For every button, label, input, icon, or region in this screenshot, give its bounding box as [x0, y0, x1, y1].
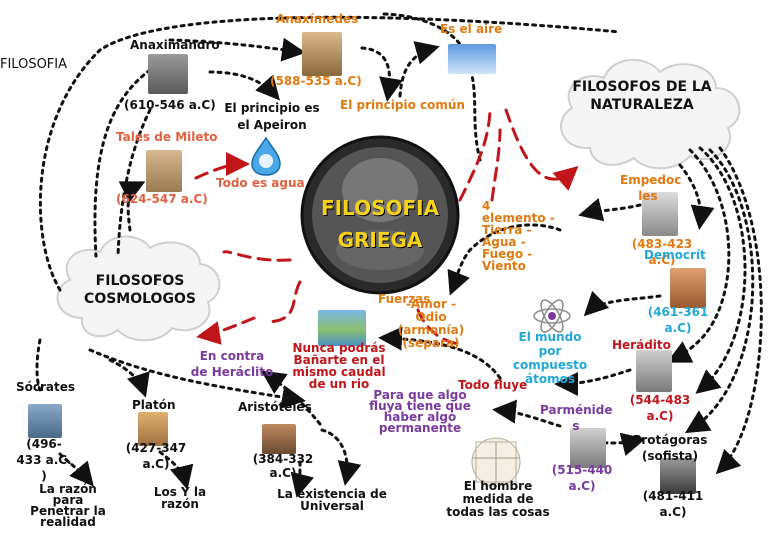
democrito-portrait-icon: [670, 268, 706, 308]
socrates-portrait-icon: [28, 404, 62, 438]
empedocles-name: Empedoc les: [620, 173, 682, 203]
socrates-dates: (496-433 a.C. ): [16, 437, 72, 483]
hombre-medida: El hombre medida de todas las cosas: [446, 479, 550, 519]
tales-idea: Todo es agua: [216, 176, 305, 190]
parmenides-name: Parménide s: [540, 403, 613, 433]
river-icon: [318, 310, 366, 346]
platon-name: Platón: [132, 398, 176, 412]
cloud-cosmologos-shape: [56, 235, 221, 342]
amor-odio: -Amor -Odio (armonía) (separa): [397, 297, 465, 350]
todo-fluye: Todo fluye: [458, 378, 528, 392]
anaximandro-name: Anaximandro: [130, 38, 220, 52]
socrates-idea: La razón para Penetrar la realidad: [30, 482, 106, 529]
filosofia-side-label: FILOSOFIA: [0, 57, 68, 72]
atom-icon: [533, 299, 571, 333]
es-el-aire: Es el aire: [440, 22, 503, 36]
cloud-naturaleza-label: FILOSOFOS DE LA NATURALEZA: [572, 79, 712, 113]
democrito-dates: (461-361 a.C): [647, 305, 709, 335]
mundo-atomos: El mundo por compuesto átomos: [512, 330, 588, 386]
aristoteles-portrait-icon: [262, 424, 296, 454]
anaximandro-idea: El principio es el Apeiron: [224, 101, 320, 132]
en-contra-heraclito: En contra de Heráclito: [190, 349, 274, 379]
protagoras-portrait-icon: [660, 458, 696, 494]
cloud-cosmologos-label: FILOSOFOS COSMOLOGOS: [84, 273, 196, 307]
heraclito-dates: (544-483 a.C): [629, 393, 691, 423]
center-title-line1: FILOSOFIA: [320, 196, 440, 220]
cloud-naturaleza-shape: [560, 58, 741, 170]
aristoteles-name: Aristóteles: [238, 400, 312, 414]
tales-portrait-icon: [146, 150, 182, 192]
anaximenes-name: Anaxímedes: [276, 12, 359, 26]
socrates-name: Sócrates: [16, 380, 76, 394]
elementos-list: 4 elemento -Tierra -Agua -Fuego -Viento: [482, 199, 555, 273]
empedocles-portrait-icon: [642, 192, 678, 236]
protagoras-dates: (481-411 a.C): [642, 489, 704, 519]
tales-name: Tales de Mileto: [116, 130, 218, 144]
principio-comun: El principio común: [340, 98, 465, 112]
platon-portrait-icon: [138, 412, 168, 446]
parmenides-dates: (515-440 a.C): [551, 463, 613, 493]
fuerzas-label: Fuerzas: [378, 292, 431, 306]
empedocles-dates: (483-423 a.C): [631, 237, 693, 267]
anaximenes-portrait-icon: [302, 32, 342, 76]
droplet-icon: [251, 136, 281, 176]
aristoteles-dates: (384-332 a.C): [252, 452, 314, 480]
nunca-podras: Nunca podrás Bañarte en el mismo caudal …: [292, 341, 386, 391]
democrito-name: Democrít: [644, 248, 706, 262]
heraclito-portrait-icon: [636, 350, 672, 392]
platon-dates: (427-347 a.C): [125, 441, 187, 471]
para-que-algo: Para que algo fluya tiene que haber algo…: [369, 388, 471, 435]
anaximandro-portrait-icon: [148, 54, 188, 94]
center-title-line2: GRIEGA: [337, 228, 423, 252]
sky-icon: [448, 44, 496, 74]
parmenides-portrait-icon: [570, 428, 606, 468]
anaximandro-dates: (610-546 a.C): [124, 98, 216, 112]
anaximenes-dates: (588-535 a.C): [270, 74, 362, 88]
tales-dates: (624-547 a.C): [116, 192, 208, 206]
protagoras-name: Protágoras (sofista): [632, 433, 708, 463]
vitruvian-icon: [471, 437, 521, 487]
aristoteles-idea: La existencia de Universal: [277, 487, 387, 513]
heraclito-name: Herádito: [612, 338, 671, 352]
platon-idea: Los Y la razón: [153, 485, 207, 511]
